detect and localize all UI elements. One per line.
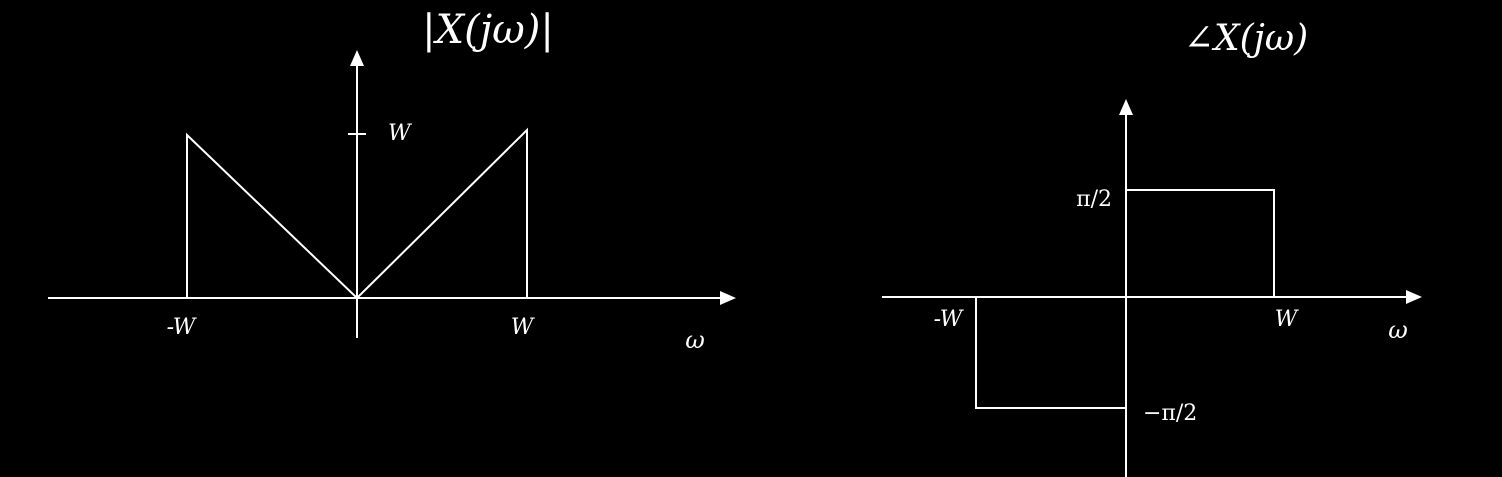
phase-x-axis-label: ω: [1388, 316, 1408, 344]
magnitude-x-tick-label-neg: -W: [167, 315, 198, 340]
magnitude-y-tick-label: W: [388, 121, 413, 146]
phase-y-tick-label-neg: −π/2: [1143, 401, 1197, 426]
phase-x-tick-label-pos: W: [1275, 307, 1300, 332]
magnitude-x-tick-label-pos: W: [511, 315, 536, 340]
phase-x-axis-arrow: [1406, 290, 1422, 304]
phase-y-axis-arrow: [1119, 99, 1133, 115]
phase-plot: ∠X(jω) π/2 −π/2 -W W ω: [882, 18, 1422, 477]
phase-plot-title: ∠X(jω): [1184, 18, 1308, 59]
magnitude-series-line: [186, 127, 528, 300]
magnitude-plot: |X(jω)| W -W W ω: [48, 7, 736, 354]
phase-series-line: [975, 189, 1275, 409]
magnitude-x-axis-arrow: [720, 291, 736, 305]
magnitude-y-axis-arrow: [350, 50, 364, 66]
magnitude-plot-title: |X(jω)|: [422, 7, 554, 53]
phase-x-tick-label-neg: -W: [934, 307, 965, 332]
magnitude-x-axis-label: ω: [685, 326, 705, 354]
phase-y-tick-label-pos: π/2: [1076, 187, 1112, 212]
